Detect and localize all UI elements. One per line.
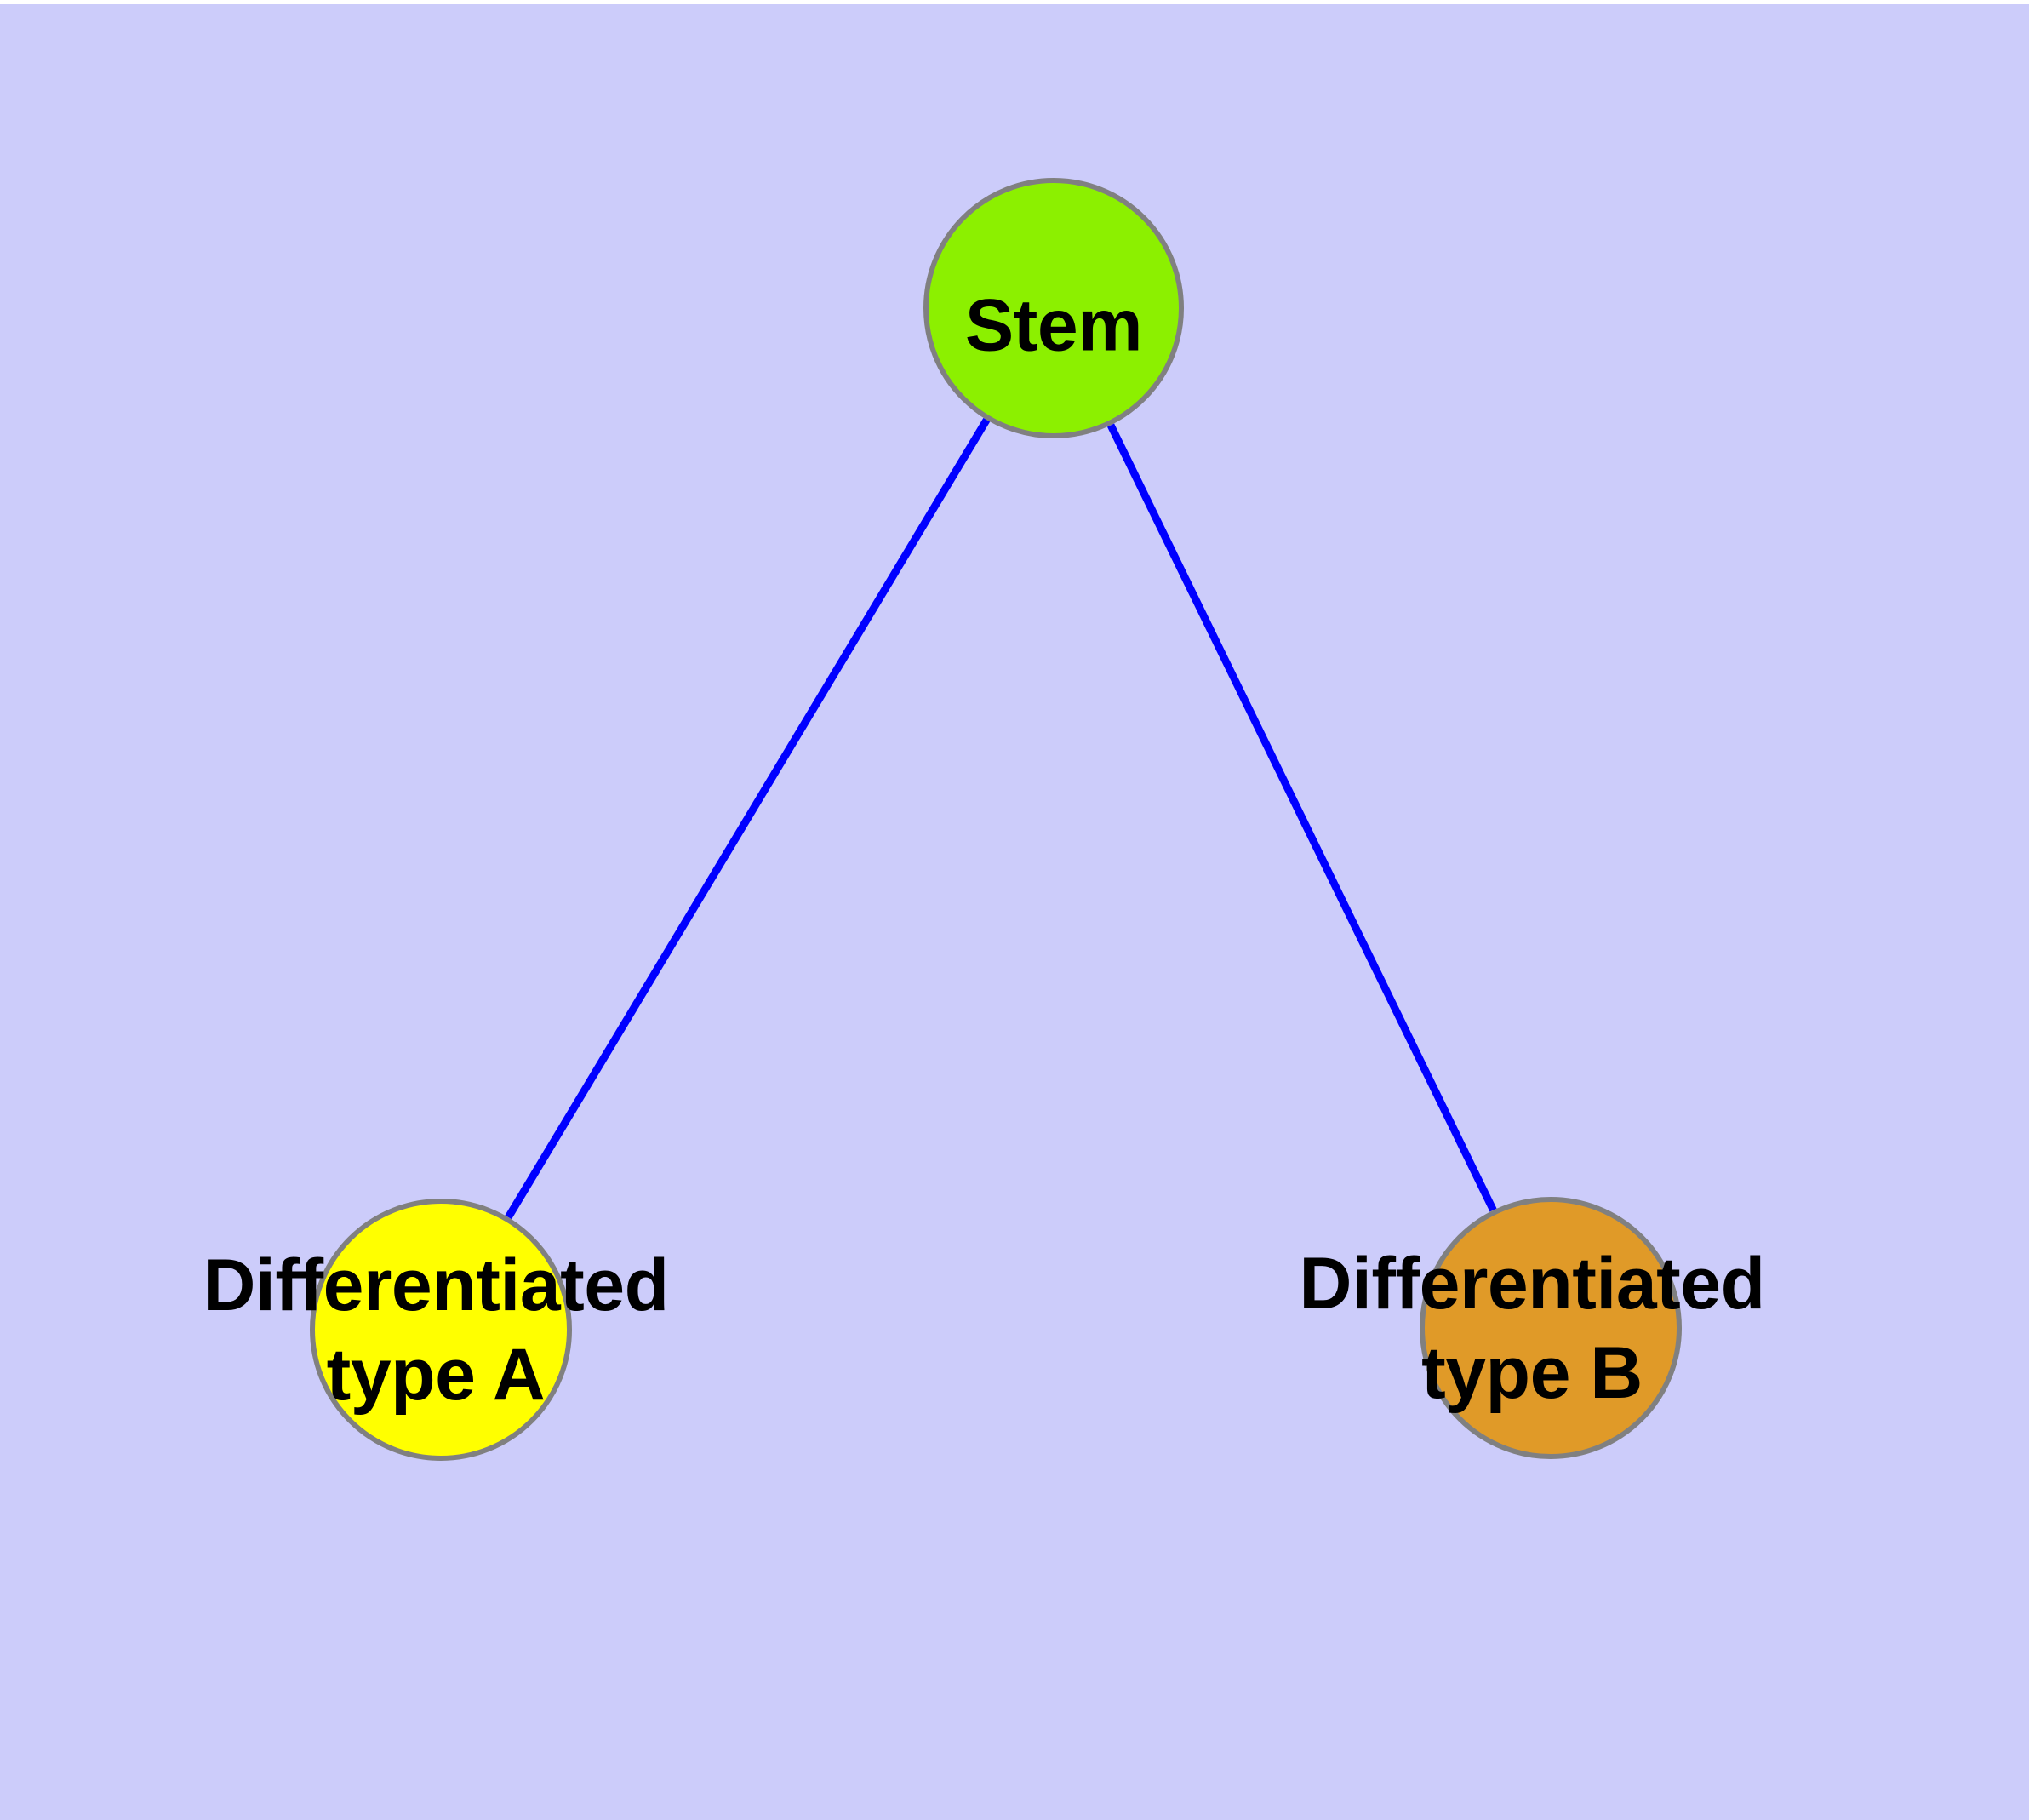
- edge-stem-to-differentiated-type-a: [505, 417, 991, 1220]
- node-differentiated-type-b[interactable]: [1420, 1197, 1682, 1459]
- edge-stem-to-differentiated-type-b: [1106, 423, 1497, 1212]
- node-differentiated-type-a[interactable]: [310, 1199, 572, 1461]
- node-layer: [310, 178, 1682, 1461]
- graph-svg: [310, 178, 1682, 1461]
- diagram-plot-area: Stem Differentiated type A Differentiate…: [0, 4, 2029, 1820]
- edge-layer: [505, 417, 1497, 1220]
- node-stem[interactable]: [923, 178, 1184, 438]
